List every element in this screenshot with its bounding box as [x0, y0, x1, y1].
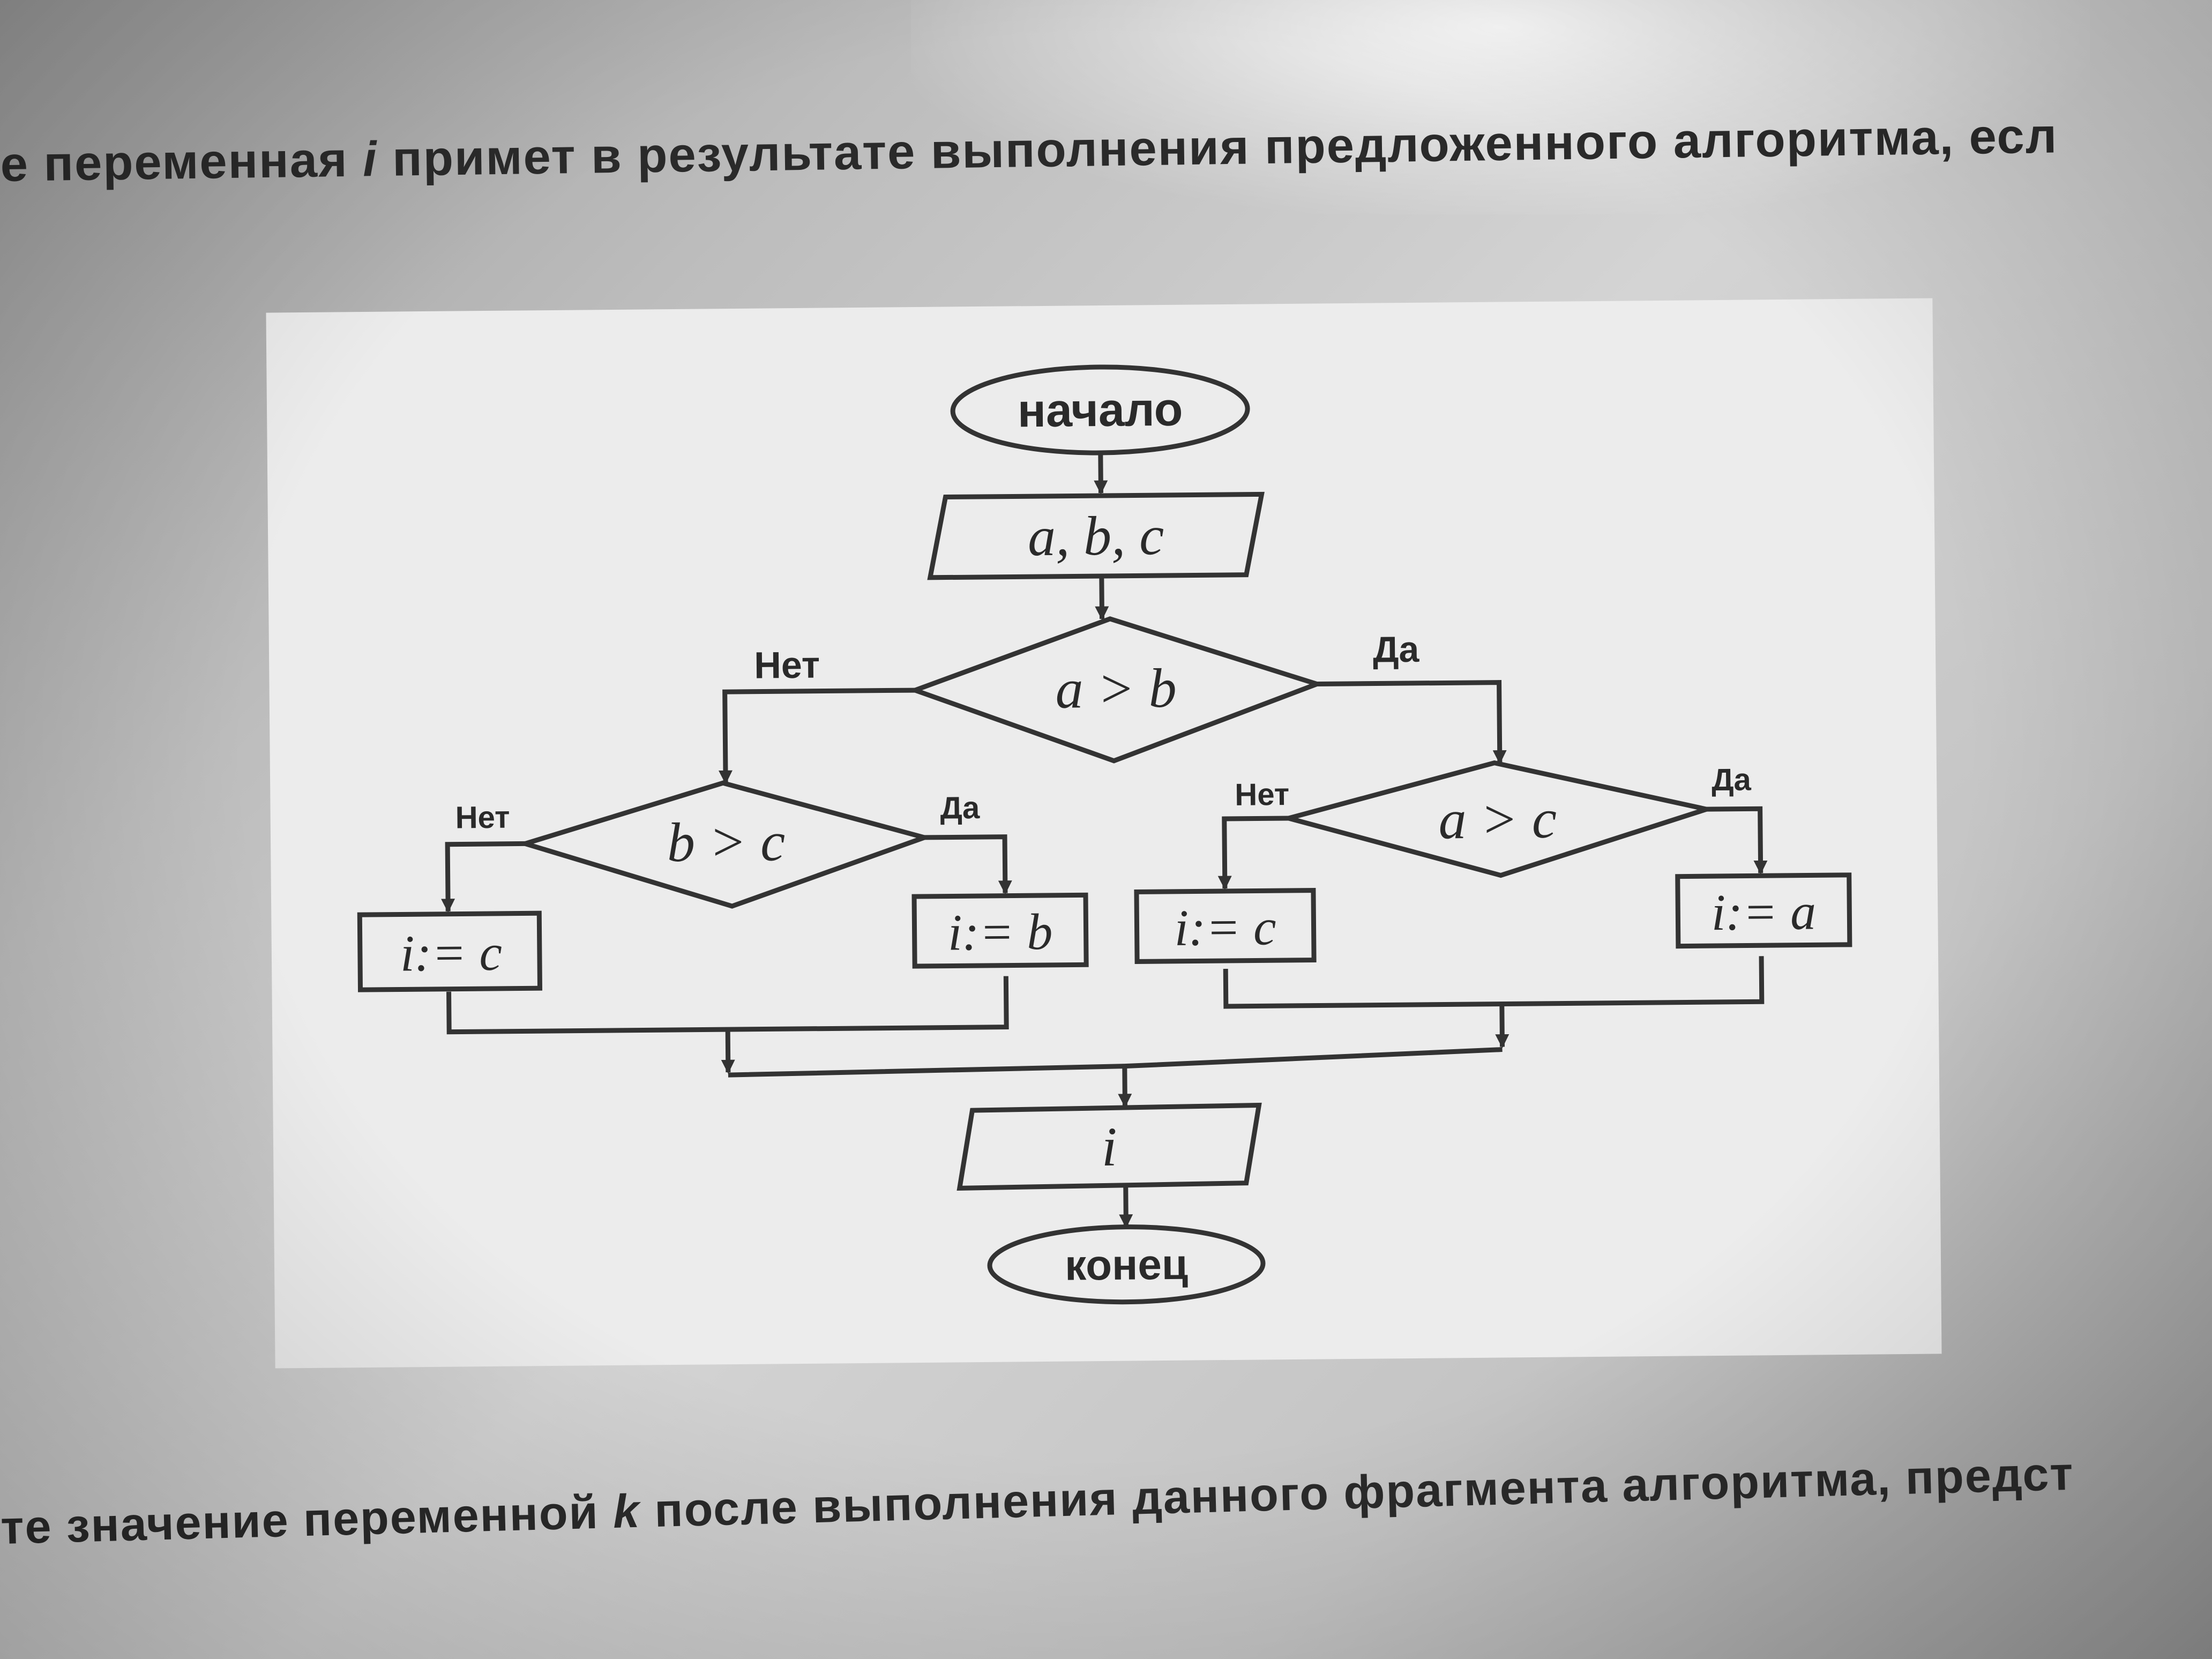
branch-label-yes-main: Да [1373, 629, 1420, 670]
main-condition-label: a > b [1055, 657, 1177, 720]
question-text-bottom: те значение переменной k после выполнени… [0, 1446, 2075, 1554]
assign-box-left [357, 910, 543, 992]
branch-label-yes-right: Да [1712, 762, 1752, 797]
decision-left [517, 780, 933, 909]
branch-label-no-main: Нет [754, 644, 820, 686]
assign-label-left: i:= c [400, 924, 502, 982]
assign-box-right [1675, 872, 1852, 949]
connector-left-no [441, 841, 526, 913]
assign-label-right: i:= a [1711, 883, 1816, 941]
start-terminator [950, 364, 1250, 455]
input-parallelogram [927, 491, 1265, 580]
connector-main-yes [1317, 680, 1507, 765]
connector-left-yes [924, 834, 1012, 895]
assign-box-mid-left [911, 892, 1089, 969]
branch-label-no-left: Нет [455, 800, 510, 835]
connector-join [728, 1047, 1503, 1078]
output-label: i [1101, 1116, 1117, 1178]
connector-right-merge [1223, 956, 1765, 1009]
branch-label-no-right: Нет [1235, 777, 1289, 812]
right-condition-label: a > c [1438, 788, 1557, 851]
assign-box-mid-right [1134, 888, 1317, 965]
start-label: начало [1017, 383, 1183, 437]
branch-label-yes-left: Да [940, 790, 980, 826]
end-terminator [987, 1224, 1266, 1305]
input-label: a, b, c [1028, 505, 1164, 567]
connector-main-no [718, 687, 915, 784]
flowchart: начало a, b, c a > b b > c a > c i:= c i… [357, 364, 1852, 1305]
decision-main [908, 616, 1325, 764]
question-variable-k: k [612, 1484, 641, 1538]
question-variable: i [362, 132, 378, 187]
flowchart-panel: начало a, b, c a > b b > c a > c i:= c i… [266, 298, 1942, 1369]
screen-glare [911, 0, 2090, 214]
assign-label-mid-right: i:= c [1174, 898, 1276, 956]
connector-right-no [1217, 816, 1289, 890]
connector-right-yes [1706, 806, 1768, 875]
assign-label-mid-left: i:= b [947, 903, 1052, 961]
output-parallelogram [956, 1102, 1262, 1191]
end-label: конец [1065, 1240, 1189, 1289]
connector-right-merge-down [1495, 1004, 1509, 1049]
decision-right [1279, 760, 1716, 878]
left-condition-label: b > c [667, 811, 785, 873]
